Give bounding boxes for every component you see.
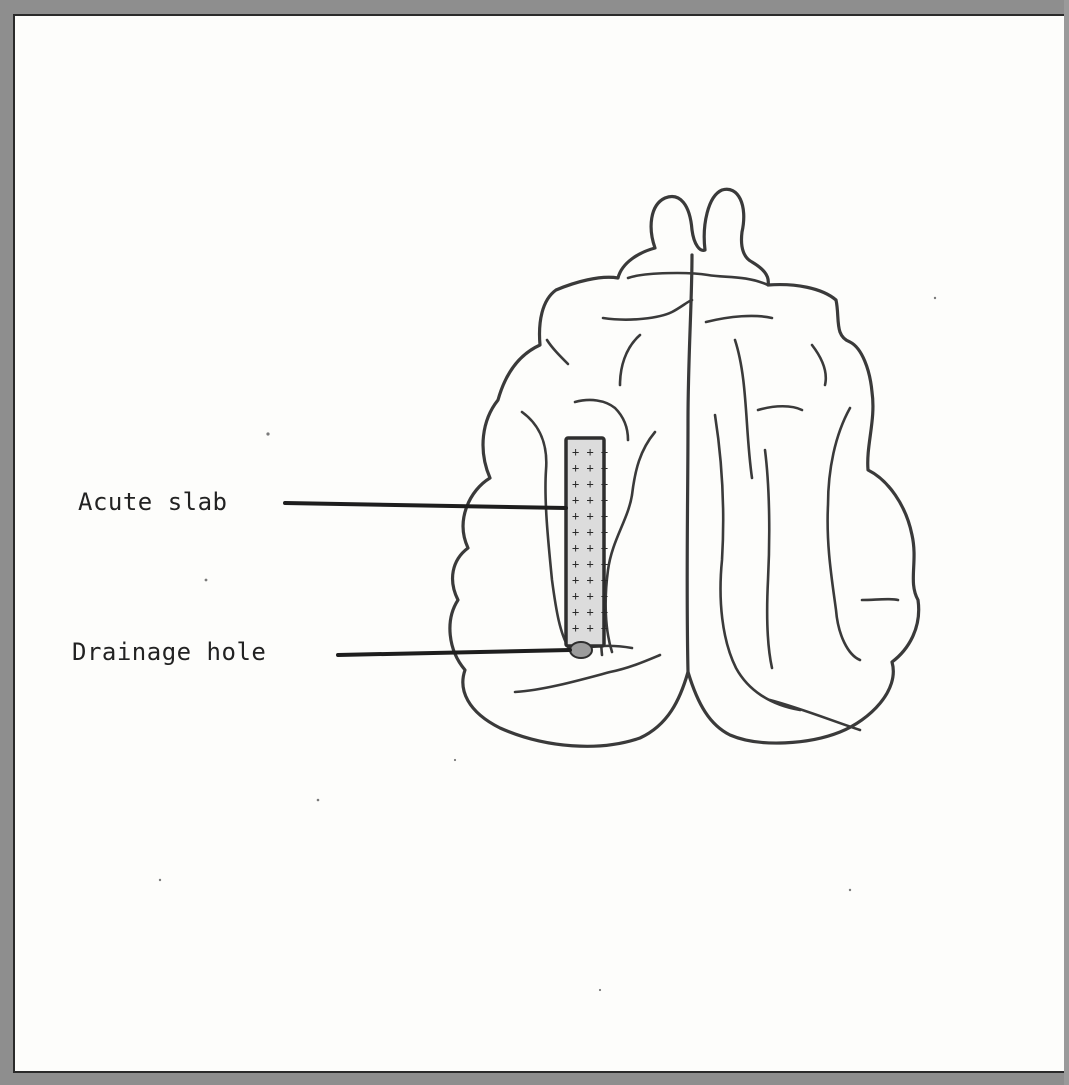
svg-text:+ + +: + + + <box>572 509 608 523</box>
svg-text:+ + +: + + + <box>572 477 608 491</box>
svg-text:+ + +: + + + <box>572 493 608 507</box>
svg-text:+ + +: + + + <box>572 621 608 635</box>
drainage-hole-leader <box>338 650 570 655</box>
svg-text:+ + +: + + + <box>572 461 608 475</box>
svg-text:+ + +: + + + <box>572 557 608 571</box>
drainage-hole-mark <box>570 642 592 658</box>
svg-text:+ + +: + + + <box>572 445 608 459</box>
svg-text:+ + +: + + + <box>572 589 608 603</box>
svg-text:+ + +: + + + <box>572 605 608 619</box>
frontal-lobe-seam <box>628 273 768 285</box>
midline-fissure <box>687 255 692 672</box>
drainage-hole-label: Drainage hole <box>72 638 266 666</box>
paper-specks <box>159 297 936 991</box>
svg-text:+ + +: + + + <box>572 573 608 587</box>
svg-text:+ + +: + + + <box>572 541 608 555</box>
acute-slab-leader <box>285 503 566 508</box>
svg-text:+ + +: + + + <box>572 525 608 539</box>
acute-slab-label: Acute slab <box>78 488 228 516</box>
